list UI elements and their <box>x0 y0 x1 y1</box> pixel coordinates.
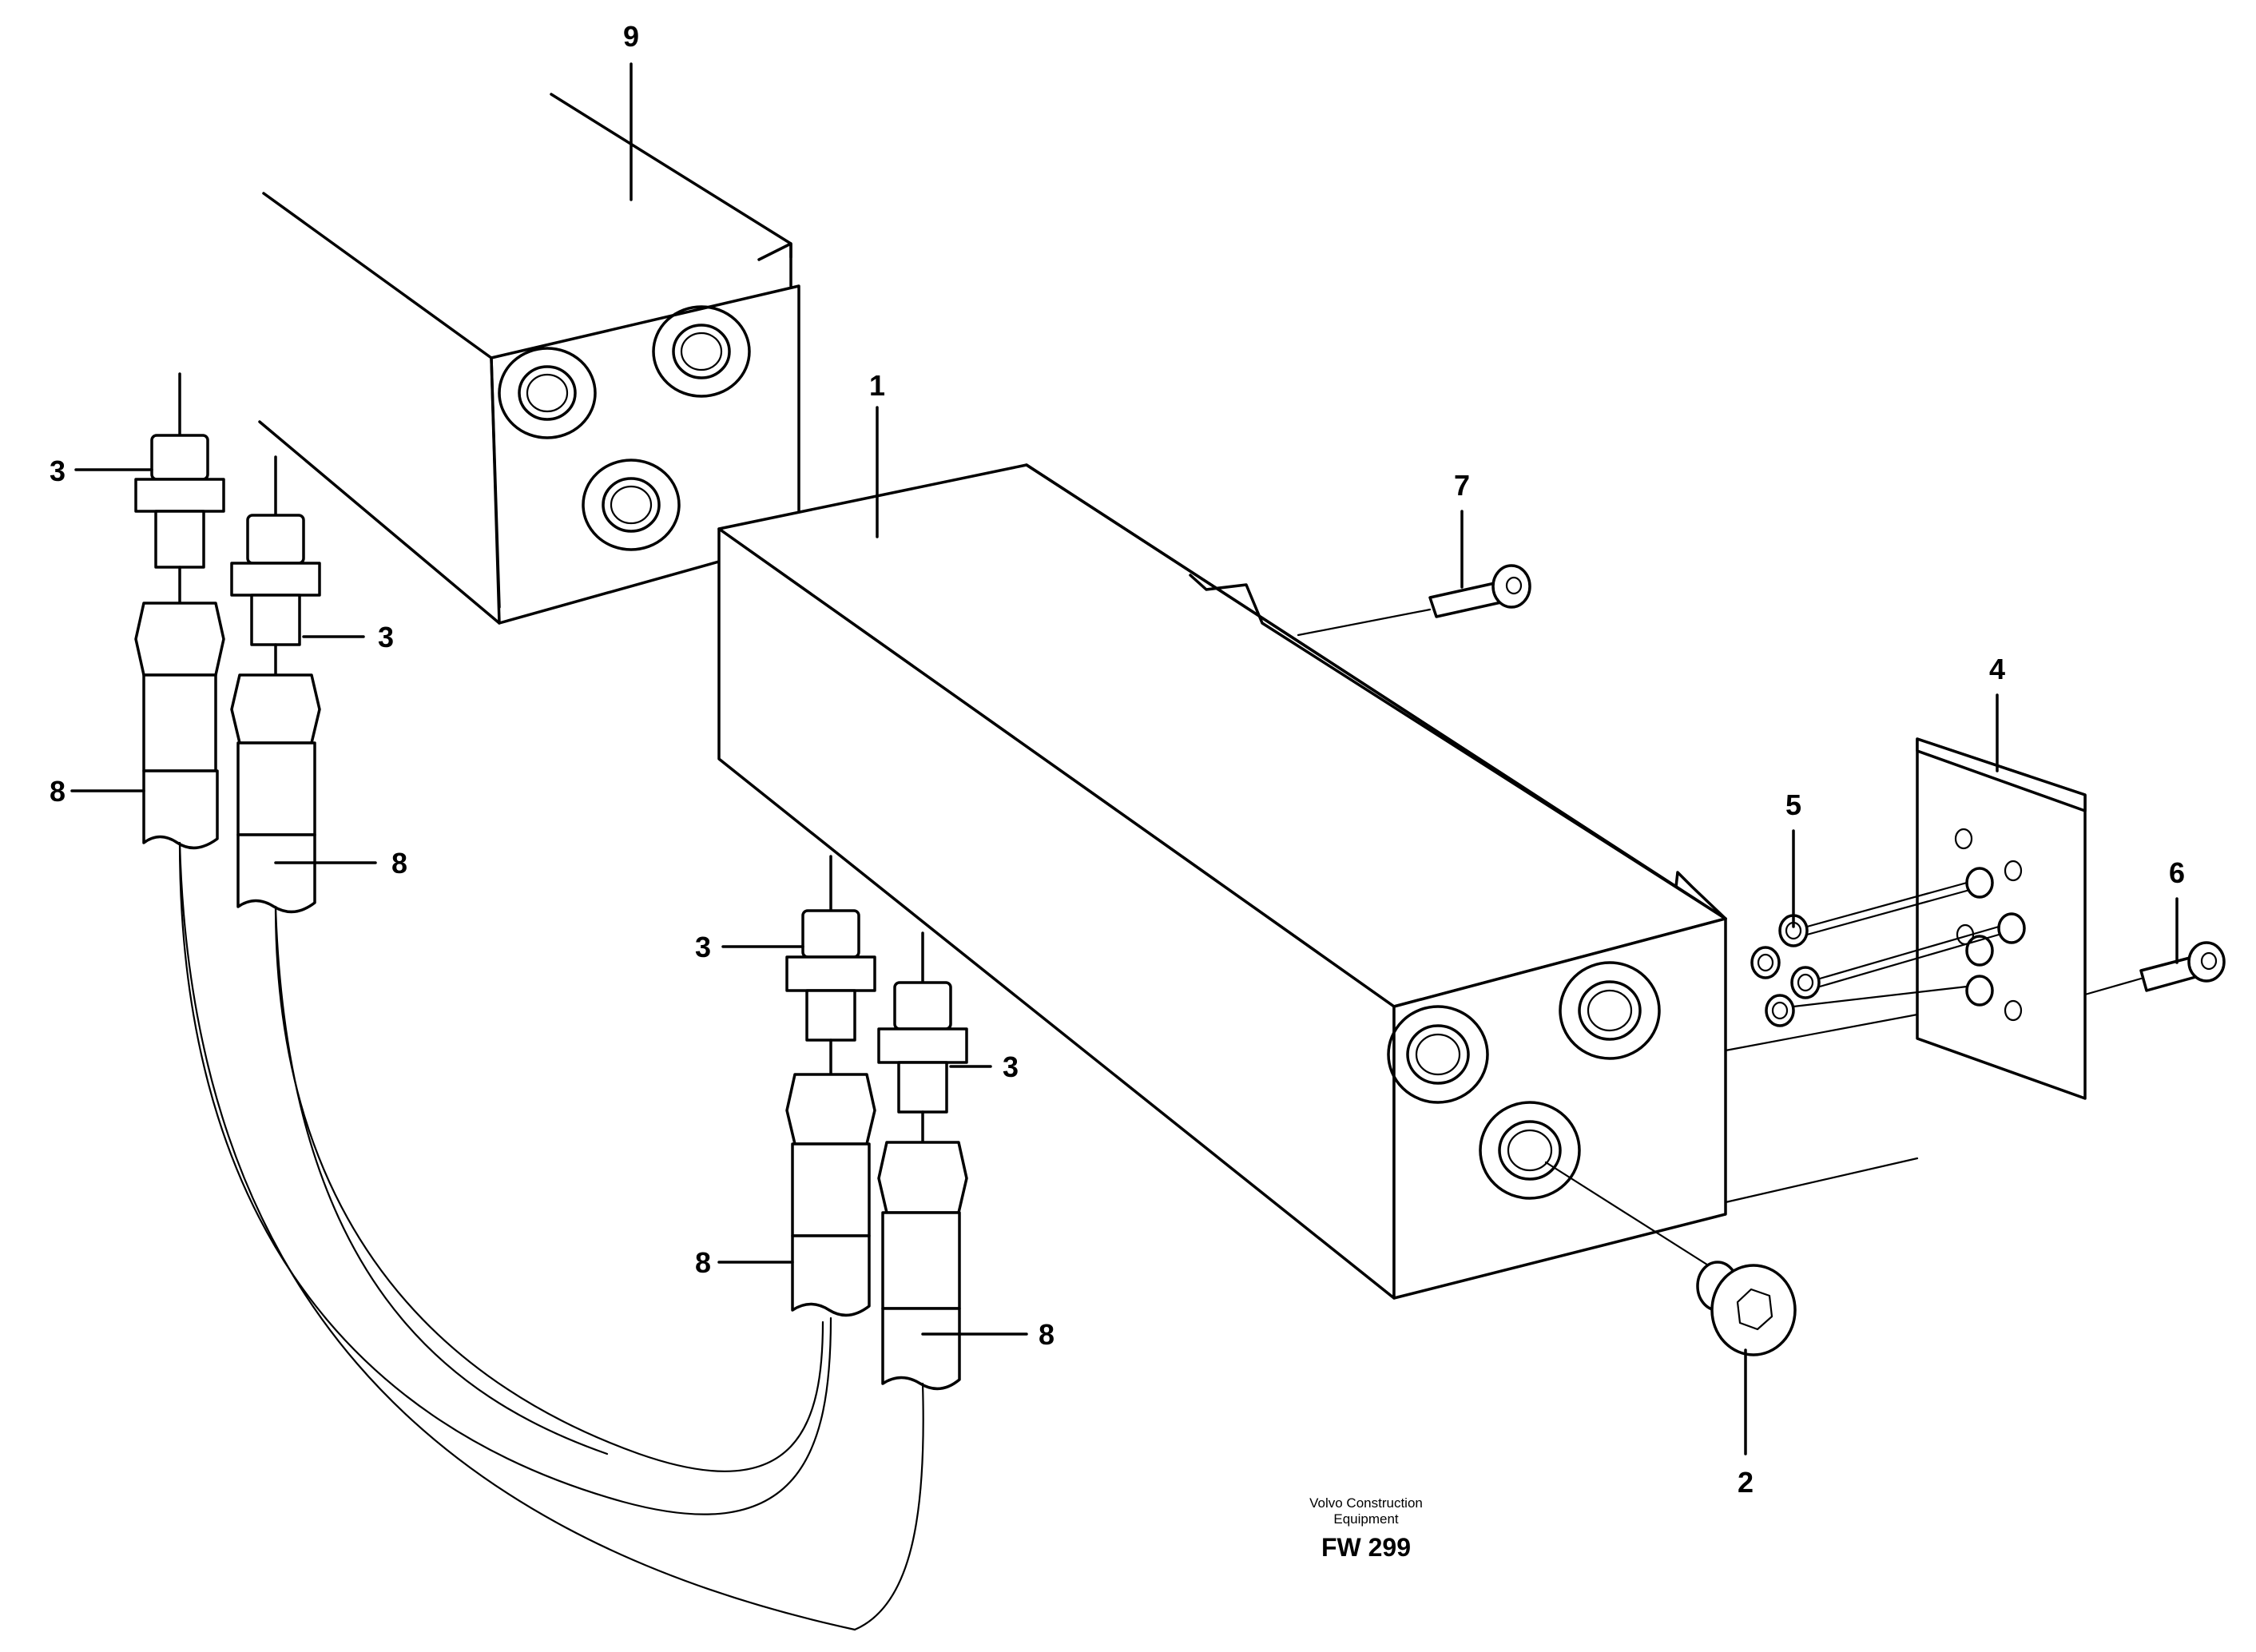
callout-8-b: 8 <box>391 847 407 880</box>
screw-6 <box>2083 941 2226 996</box>
maker-name: Volvo Construction <box>1309 1495 1423 1511</box>
callout-8-a: 8 <box>50 775 66 808</box>
callout-3-a: 3 <box>50 455 66 487</box>
callout-labels: 9 1 7 4 5 6 2 3 3 3 3 8 8 8 8 <box>50 20 2185 1499</box>
callout-2: 2 <box>1738 1466 1754 1499</box>
maker-subtitle: Equipment <box>1333 1511 1399 1527</box>
port-main-bottom <box>1479 1101 1581 1200</box>
callout-8-d: 8 <box>1039 1318 1055 1351</box>
plug-2 <box>1544 1161 1797 1356</box>
callout-7: 7 <box>1454 469 1470 502</box>
port-upper-left <box>498 347 597 439</box>
port-upper-right <box>652 305 751 398</box>
callout-1: 1 <box>869 369 885 402</box>
hose-assembly-left <box>134 372 321 914</box>
port-main-right <box>1559 961 1661 1060</box>
screw-7 <box>1297 564 1531 637</box>
callout-3-c: 3 <box>695 931 711 963</box>
valve-block-main <box>717 463 1727 1300</box>
callout-5: 5 <box>1785 788 1801 821</box>
callout-3-b: 3 <box>378 621 394 653</box>
figure-code: FW 299 <box>1321 1533 1411 1562</box>
hose-lines <box>178 841 924 1631</box>
port-upper-bottom <box>582 459 681 551</box>
callout-3-d: 3 <box>1003 1050 1019 1083</box>
leader-lines <box>70 62 2179 1455</box>
hose-assembly-right <box>785 855 968 1391</box>
callout-6: 6 <box>2169 856 2185 889</box>
port-main-left <box>1387 1005 1489 1104</box>
callout-8-c: 8 <box>695 1246 711 1279</box>
callout-4: 4 <box>1989 653 2005 685</box>
o-rings <box>1750 881 2000 1027</box>
maker-block: Volvo Construction Equipment FW 299 <box>1309 1495 1423 1562</box>
callout-9: 9 <box>623 20 639 53</box>
cover-plate <box>1916 737 2087 1100</box>
